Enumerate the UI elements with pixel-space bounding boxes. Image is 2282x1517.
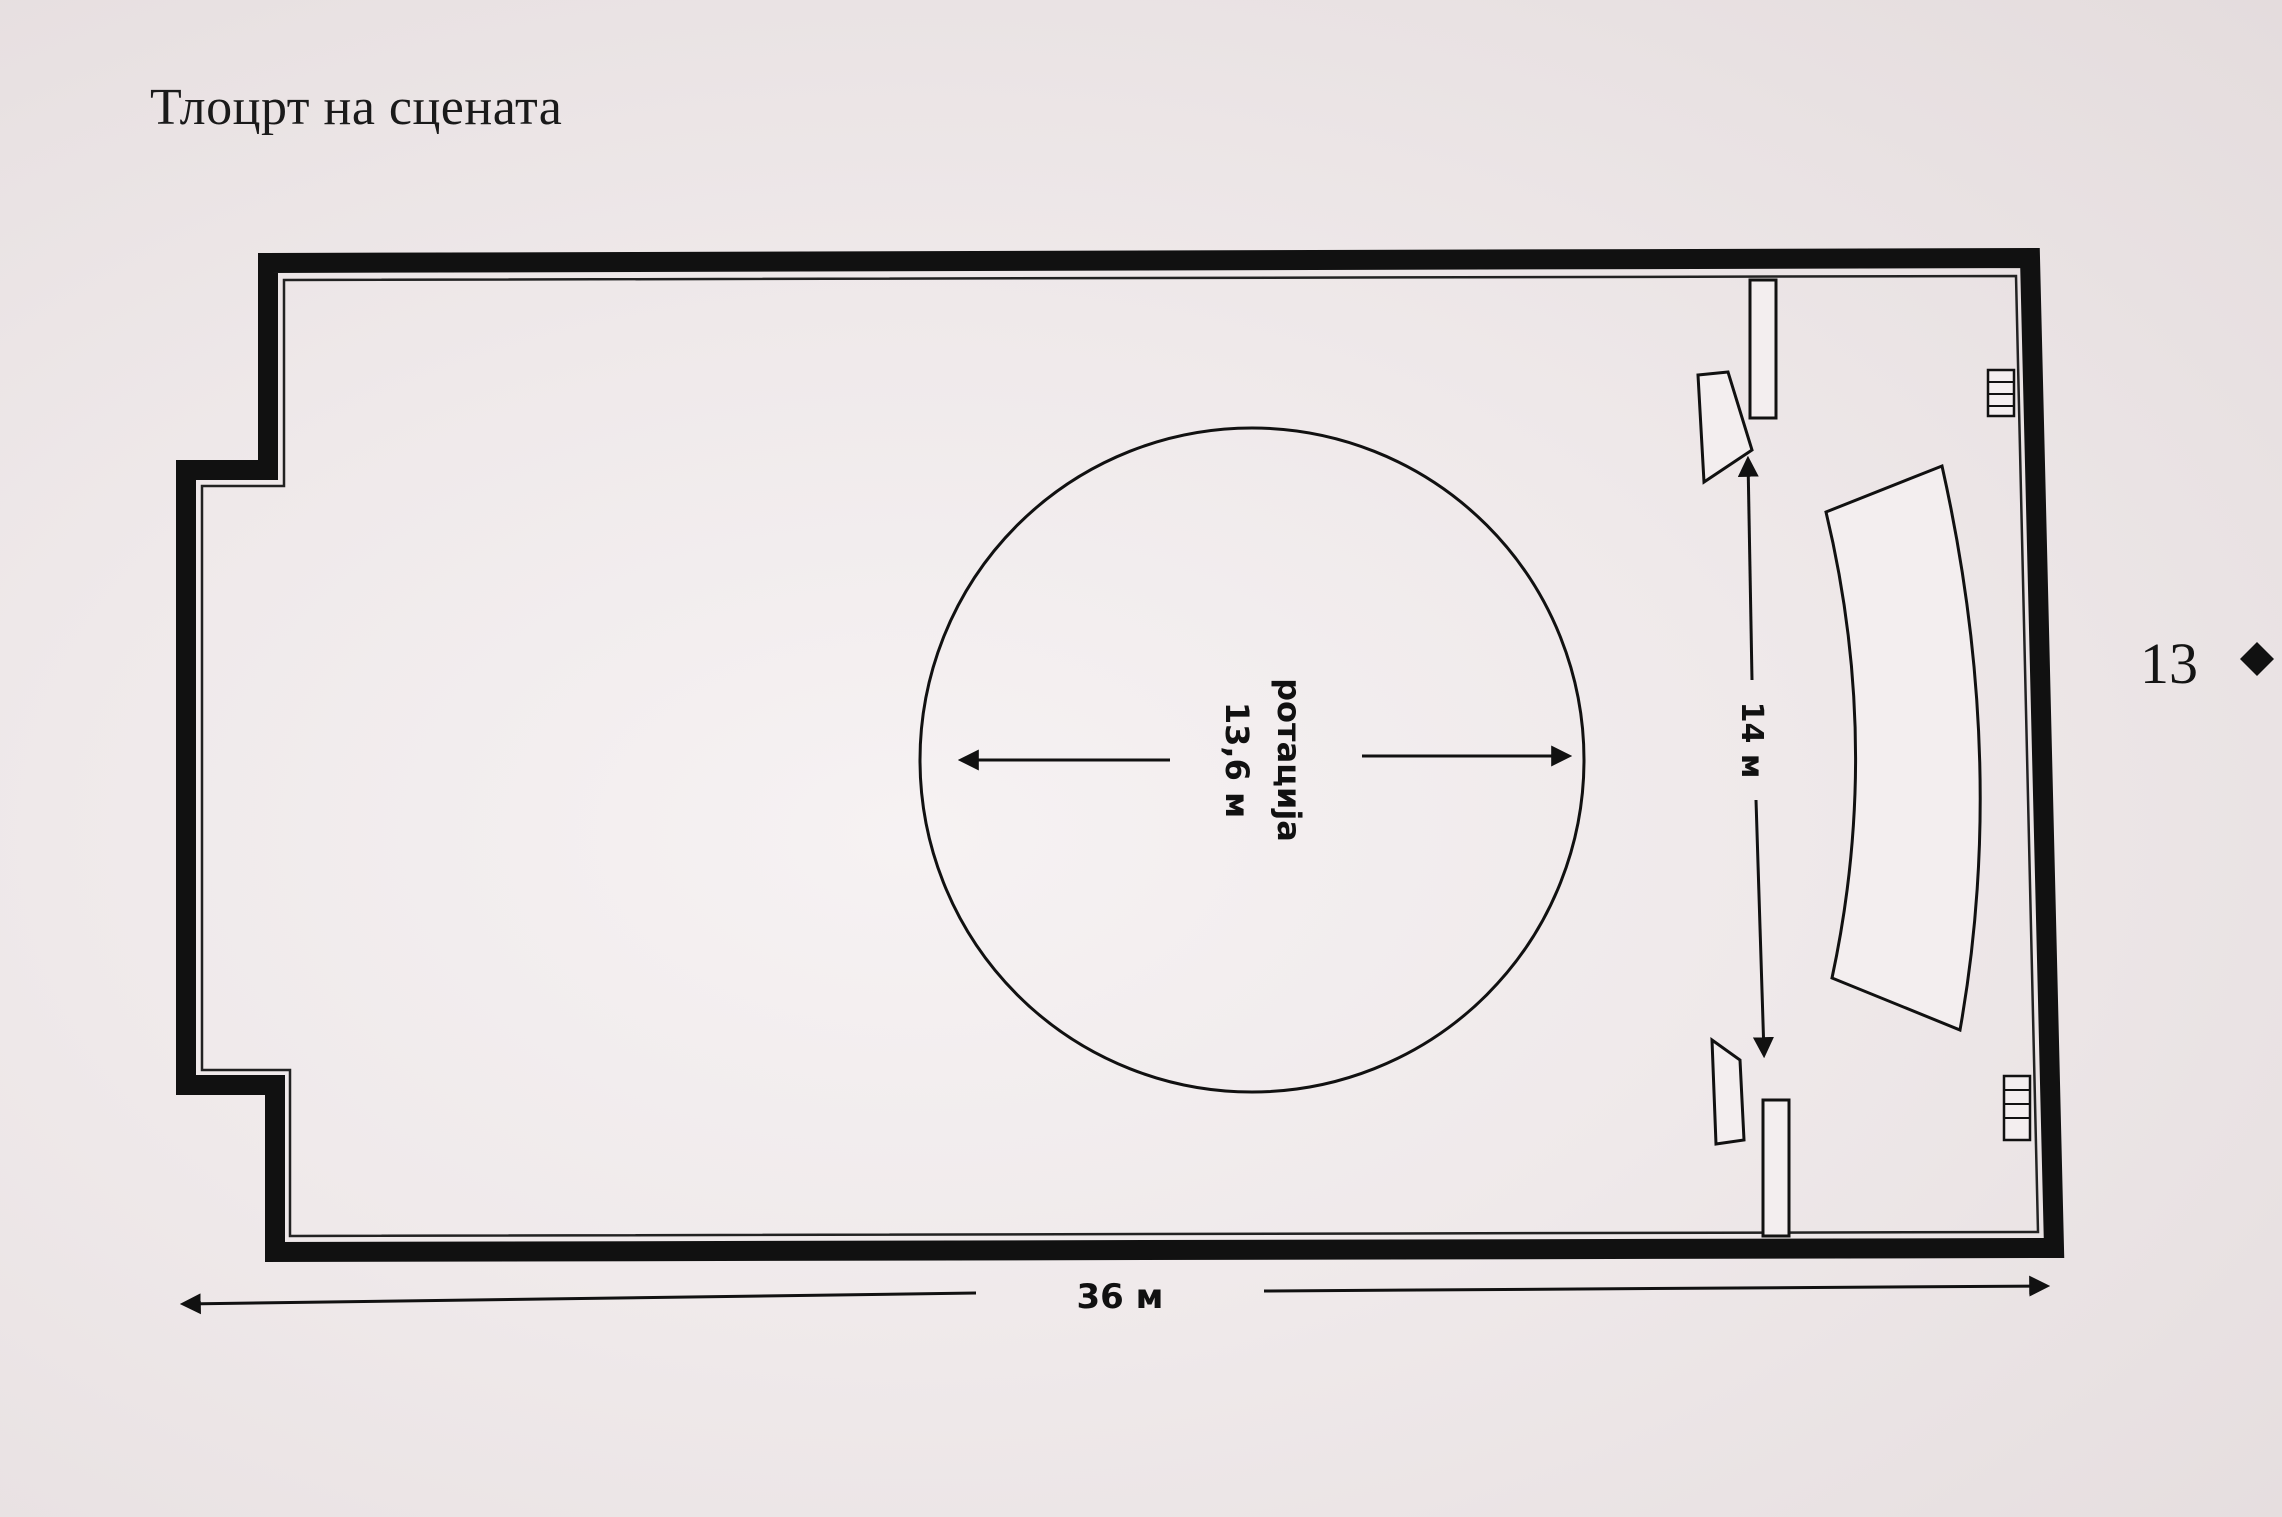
wall-hatch-top <box>1986 368 2016 418</box>
proscenium-wall-bottom <box>1761 1098 1791 1238</box>
wall-hatch-bottom <box>2002 1074 2032 1142</box>
proscenium-wall-top <box>1748 278 1778 420</box>
length-arrow-left <box>179 1291 977 1315</box>
orchestra-pit <box>1824 463 1982 1033</box>
rotation-label: ротација <box>1270 678 1308 842</box>
stage-length-label: 36 м <box>1077 1277 1164 1317</box>
portal-tower-top <box>1696 370 1754 485</box>
width-arrow-top <box>1737 455 1759 681</box>
page-number: 13 <box>2140 631 2198 696</box>
length-arrow-right <box>1263 1275 2051 1297</box>
portal-tower-bottom <box>1710 1037 1746 1146</box>
stage-inner-outline <box>200 274 2040 1238</box>
stage-outline <box>176 247 2065 1263</box>
rotating-stage-circle <box>918 426 1586 1094</box>
diamond-icon <box>2240 642 2274 676</box>
width-arrow-bottom <box>1752 799 1774 1059</box>
rotation-diameter-label: 13,6 м <box>1218 702 1256 818</box>
stage-width-label: 14 м <box>1734 702 1769 779</box>
page-heading: Тлоцрт на сцената <box>150 79 563 136</box>
